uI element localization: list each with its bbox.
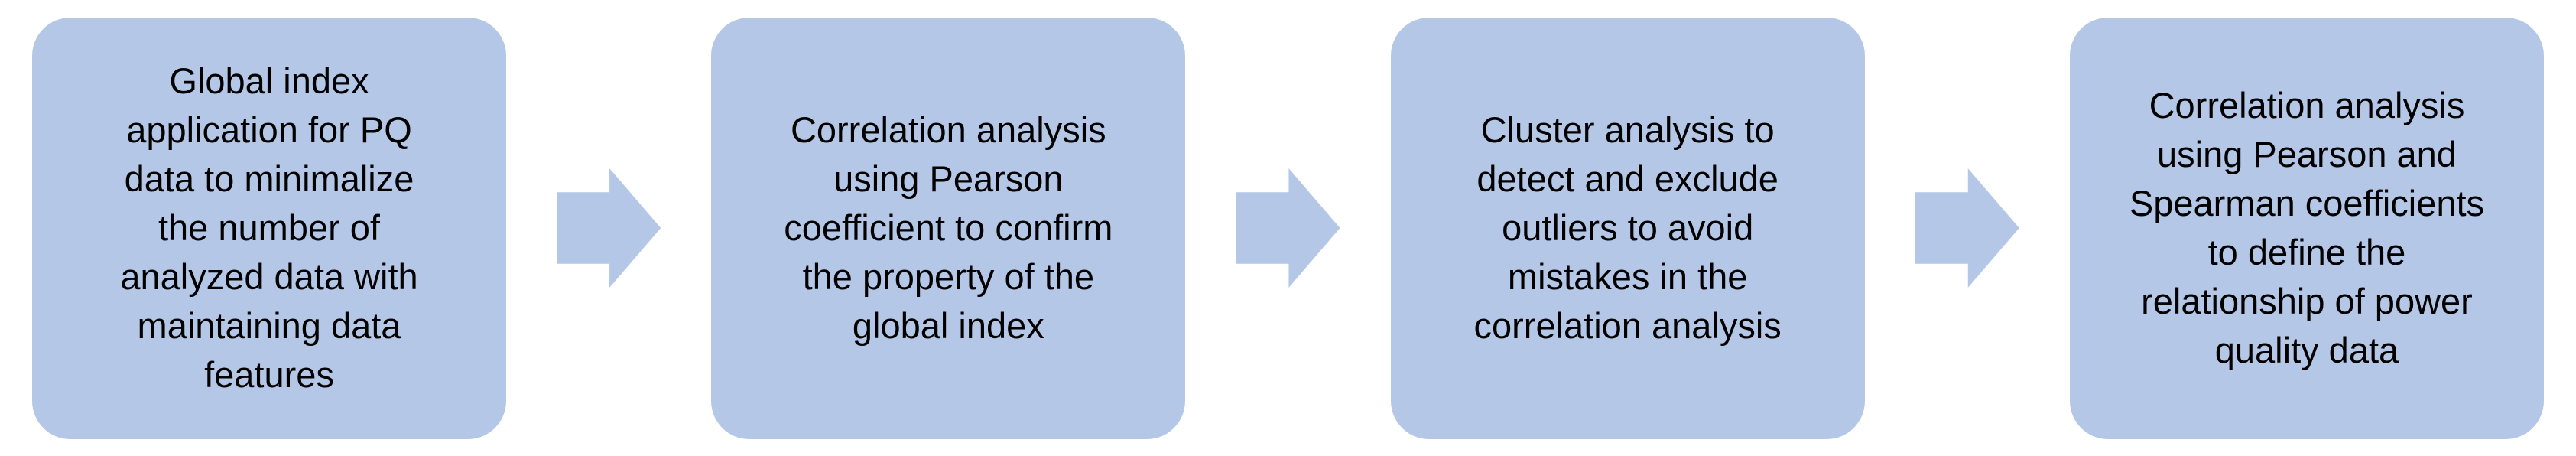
process-step-4: Correlation analysis using Pearson and S… bbox=[2069, 17, 2544, 439]
process-step-3: Cluster analysis to detect and exclude o… bbox=[1390, 17, 1865, 439]
process-step-4-label: Correlation analysis using Pearson and S… bbox=[2129, 85, 2485, 370]
right-arrow-icon bbox=[1915, 168, 2019, 288]
right-arrow-icon bbox=[1236, 168, 1340, 288]
connector-zone-1 bbox=[506, 168, 711, 288]
connector-zone-3 bbox=[1865, 168, 2070, 288]
process-step-3-label: Cluster analysis to detect and exclude o… bbox=[1473, 109, 1782, 346]
process-step-1-label: Global index application for PQ data to … bbox=[120, 60, 418, 395]
process-step-2-label: Correlation analysis using Pearson coeff… bbox=[784, 109, 1113, 346]
connector-zone-2 bbox=[1185, 168, 1390, 288]
right-arrow-icon bbox=[557, 168, 661, 288]
process-step-1: Global index application for PQ data to … bbox=[32, 17, 506, 439]
process-step-2: Correlation analysis using Pearson coeff… bbox=[711, 17, 1186, 439]
